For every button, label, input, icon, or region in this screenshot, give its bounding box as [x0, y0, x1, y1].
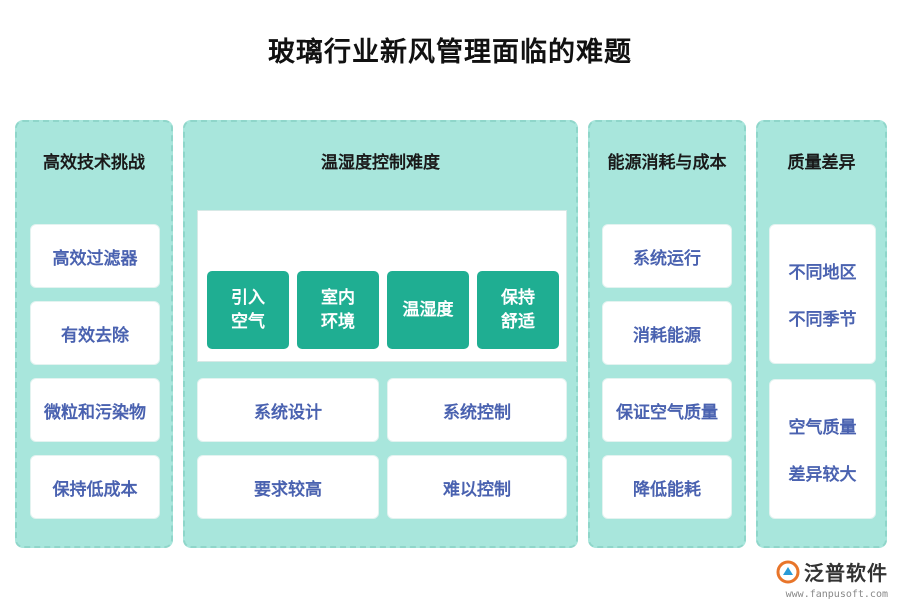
item-card: 降低能耗	[602, 455, 732, 519]
quality-card: 不同地区 不同季节	[769, 224, 876, 364]
item-card: 消耗能源	[602, 301, 732, 365]
card-line: 不同地区	[788, 263, 857, 283]
item-card: 有效去除	[30, 301, 160, 365]
process-box: 引入空气 室内环境 温湿度 保持舒适	[197, 210, 567, 362]
item-card: 系统运行	[602, 224, 732, 288]
brand-logo: 泛普软件	[776, 557, 888, 586]
item-card: 保持低成本	[30, 455, 160, 519]
process-tile: 室内环境	[297, 271, 379, 349]
panel-heading: 高效技术挑战	[43, 153, 145, 173]
card-line: 不同季节	[788, 310, 857, 330]
process-tile: 保持舒适	[477, 271, 559, 349]
item-card: 要求较高	[197, 455, 379, 519]
brand-logo-icon	[776, 560, 800, 583]
card-line: 空气质量	[788, 418, 857, 438]
panel-heading: 质量差异	[787, 153, 856, 173]
diagram-title: 玻璃行业新风管理面临的难题	[268, 37, 632, 68]
item-card: 微粒和污染物	[30, 378, 160, 442]
item-card: 保证空气质量	[602, 378, 732, 442]
item-card: 高效过滤器	[30, 224, 160, 288]
panel-temperature-humidity: 温湿度控制难度 引入空气 室内环境 温湿度 保持舒适 系统设计 系统控制 要求较…	[183, 120, 578, 548]
panel-heading: 能源消耗与成本	[607, 153, 727, 173]
item-card: 难以控制	[387, 455, 567, 519]
panel-quality-difference: 质量差异 不同地区 不同季节 空气质量 差异较大	[756, 120, 887, 548]
panel-technology-challenges: 高效技术挑战 高效过滤器 有效去除 微粒和污染物 保持低成本	[15, 120, 173, 548]
card-line: 差异较大	[788, 465, 857, 485]
brand-name: 泛普软件	[804, 561, 888, 585]
quality-card: 空气质量 差异较大	[769, 379, 876, 519]
process-tile: 引入空气	[207, 271, 289, 349]
process-tile: 温湿度	[387, 271, 469, 349]
panel-energy-cost: 能源消耗与成本 系统运行 消耗能源 保证空气质量 降低能耗	[588, 120, 746, 548]
panel-heading: 温湿度控制难度	[321, 153, 440, 173]
brand-url: www.fanpusoft.com	[785, 589, 888, 600]
item-card: 系统设计	[197, 378, 379, 442]
item-card: 系统控制	[387, 378, 567, 442]
